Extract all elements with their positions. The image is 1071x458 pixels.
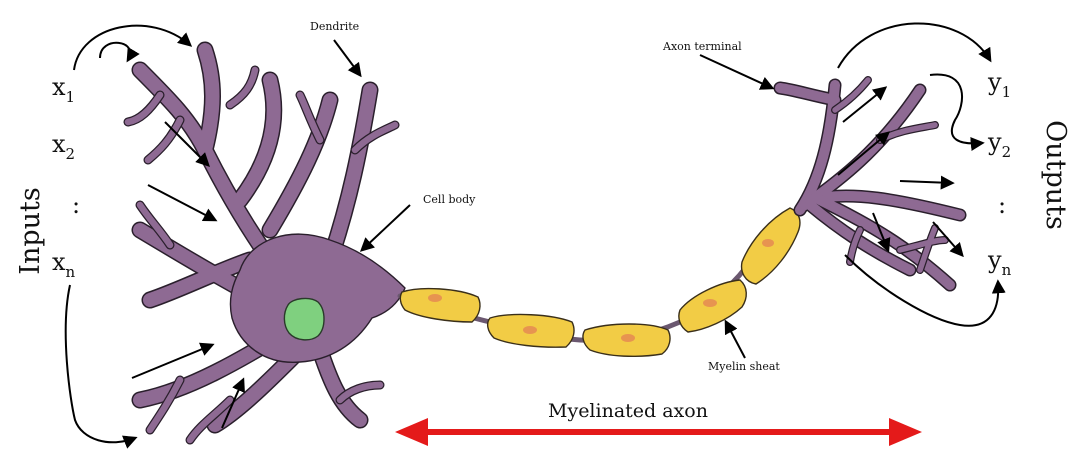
input-ellipsis: : — [72, 191, 80, 219]
label-myelinated-axon: Myelinated axon — [548, 400, 708, 422]
cell-body-shape — [230, 234, 405, 362]
output-y2: y2 — [987, 128, 1011, 161]
label-axon-terminal: Axon terminal — [662, 40, 742, 53]
output-y1: y1 — [987, 68, 1011, 101]
myelin-segment — [400, 289, 480, 322]
input-xn: xn — [52, 248, 76, 281]
label-myelin-sheat: Myelin sheat — [708, 360, 780, 373]
myelin-segment — [679, 280, 746, 332]
input-x1: x1 — [52, 73, 75, 106]
label-inputs: Inputs — [15, 187, 46, 274]
nucleus-shape — [284, 298, 324, 339]
axon-group — [400, 208, 800, 356]
myelin-segment — [488, 315, 574, 348]
input-x2: x2 — [52, 130, 75, 163]
myelinated-axon-span-arrow — [395, 418, 922, 446]
label-cell-body: Cell body — [423, 193, 476, 206]
output-yn: yn — [987, 246, 1012, 279]
label-outputs: Outputs — [1040, 120, 1071, 230]
myelin-segment — [583, 324, 670, 356]
output-ellipsis: : — [998, 191, 1006, 219]
label-dendrite: Dendrite — [310, 20, 359, 33]
myelin-segment — [742, 208, 800, 284]
neuron-soma-group — [128, 50, 405, 440]
